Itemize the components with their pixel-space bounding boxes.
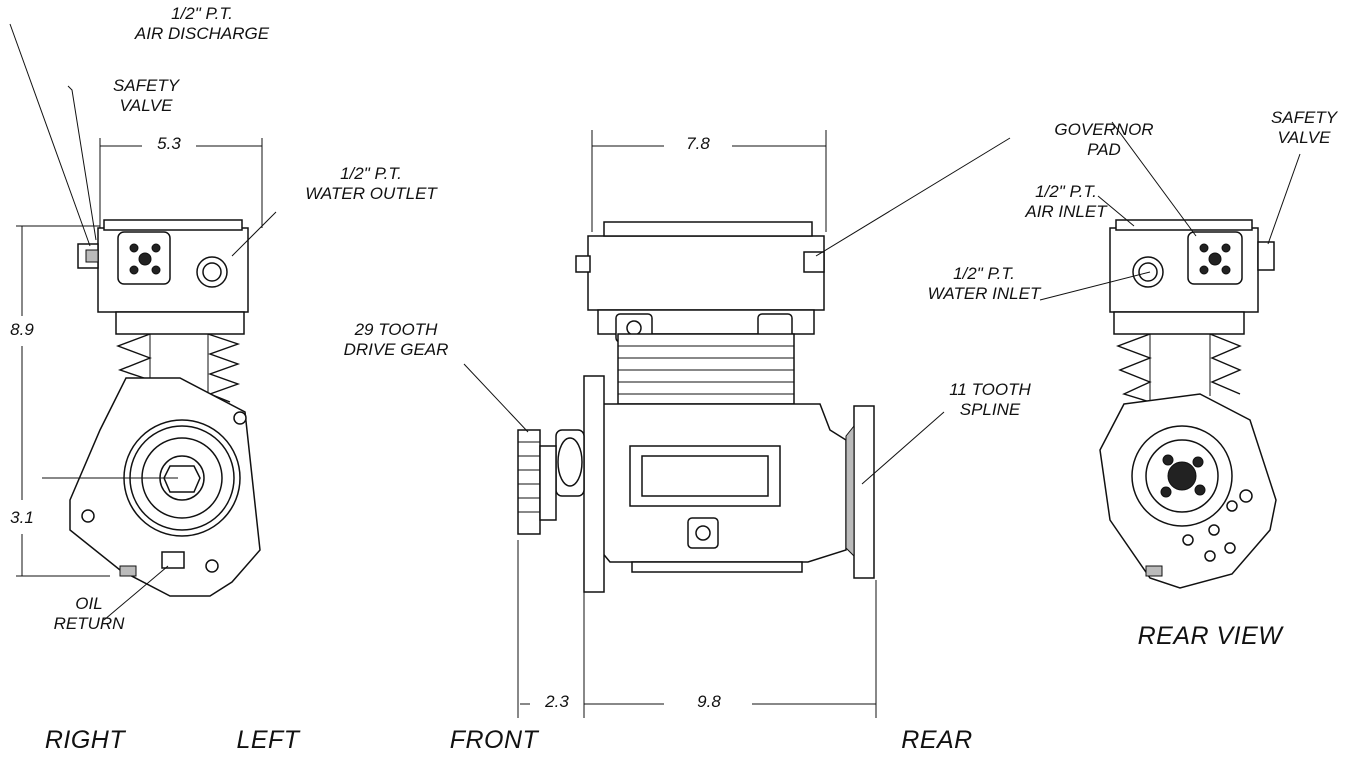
- spline-teeth: 11 TOOTH: [949, 380, 1031, 399]
- safety-valve-right-callout: SAFETY VALVE: [1254, 108, 1354, 147]
- safety-valve-right-line2: VALVE: [1277, 127, 1331, 147]
- drive-gear-callout: 29 TOOTH DRIVE GEAR: [326, 320, 466, 359]
- water-outlet-label: WATER OUTLET: [305, 183, 437, 203]
- air-inlet-size: 1/2" P.T.: [1035, 182, 1097, 201]
- air-discharge-label: AIR DISCHARGE: [134, 23, 270, 43]
- view-label-rear-view: REAR VIEW: [1137, 622, 1283, 650]
- view-label-rear: REAR: [901, 726, 973, 754]
- dim-width-front: 7.8: [686, 134, 710, 153]
- view-label-front: FRONT: [449, 726, 539, 754]
- side-view-drawing: [69, 219, 261, 597]
- drive-gear-label: DRIVE GEAR: [343, 339, 449, 359]
- safety-valve-left-line2: VALVE: [119, 95, 173, 115]
- governor-pad-line2: PAD: [1087, 139, 1121, 159]
- front-view-drawing: [517, 221, 875, 593]
- water-outlet-callout: 1/2" P.T. WATER OUTLET: [296, 164, 446, 203]
- air-discharge-callout: 1/2" P.T. AIR DISCHARGE: [112, 4, 292, 43]
- oil-return-line1: OIL: [75, 594, 103, 613]
- dim-height-total: 8.9: [10, 320, 34, 339]
- view-label-right: RIGHT: [44, 726, 126, 754]
- water-inlet-callout: 1/2" P.T. WATER INLET: [904, 264, 1064, 303]
- water-inlet-size: 1/2" P.T.: [953, 264, 1015, 283]
- air-discharge-size: 1/2" P.T.: [171, 4, 233, 23]
- safety-valve-left-line1: SAFETY: [112, 76, 180, 95]
- governor-pad-line1: GOVERNOR: [1054, 120, 1154, 139]
- governor-pad-callout: GOVERNOR PAD: [1034, 120, 1174, 159]
- water-inlet-label: WATER INLET: [927, 283, 1041, 303]
- spline-label: SPLINE: [959, 399, 1021, 419]
- spline-callout: 11 TOOTH SPLINE: [930, 380, 1050, 419]
- water-outlet-size: 1/2" P.T.: [340, 164, 402, 183]
- drive-gear-teeth: 29 TOOTH: [354, 320, 438, 339]
- oil-return-line2: RETURN: [53, 613, 125, 633]
- dim-length: 9.8: [697, 692, 721, 711]
- air-inlet-callout: 1/2" P.T. AIR INLET: [1006, 182, 1126, 221]
- dim-width-side: 5.3: [157, 134, 181, 153]
- safety-valve-left-callout: SAFETY VALVE: [96, 76, 196, 115]
- rear-view-drawing: [1099, 219, 1277, 589]
- safety-valve-right-line1: SAFETY: [1270, 108, 1338, 127]
- dim-height-center: 3.1: [10, 508, 34, 527]
- air-inlet-label: AIR INLET: [1025, 201, 1107, 221]
- dim-gear-offset: 2.3: [545, 692, 569, 711]
- view-label-left: LEFT: [236, 726, 300, 754]
- oil-return-callout: OIL RETURN: [44, 594, 134, 633]
